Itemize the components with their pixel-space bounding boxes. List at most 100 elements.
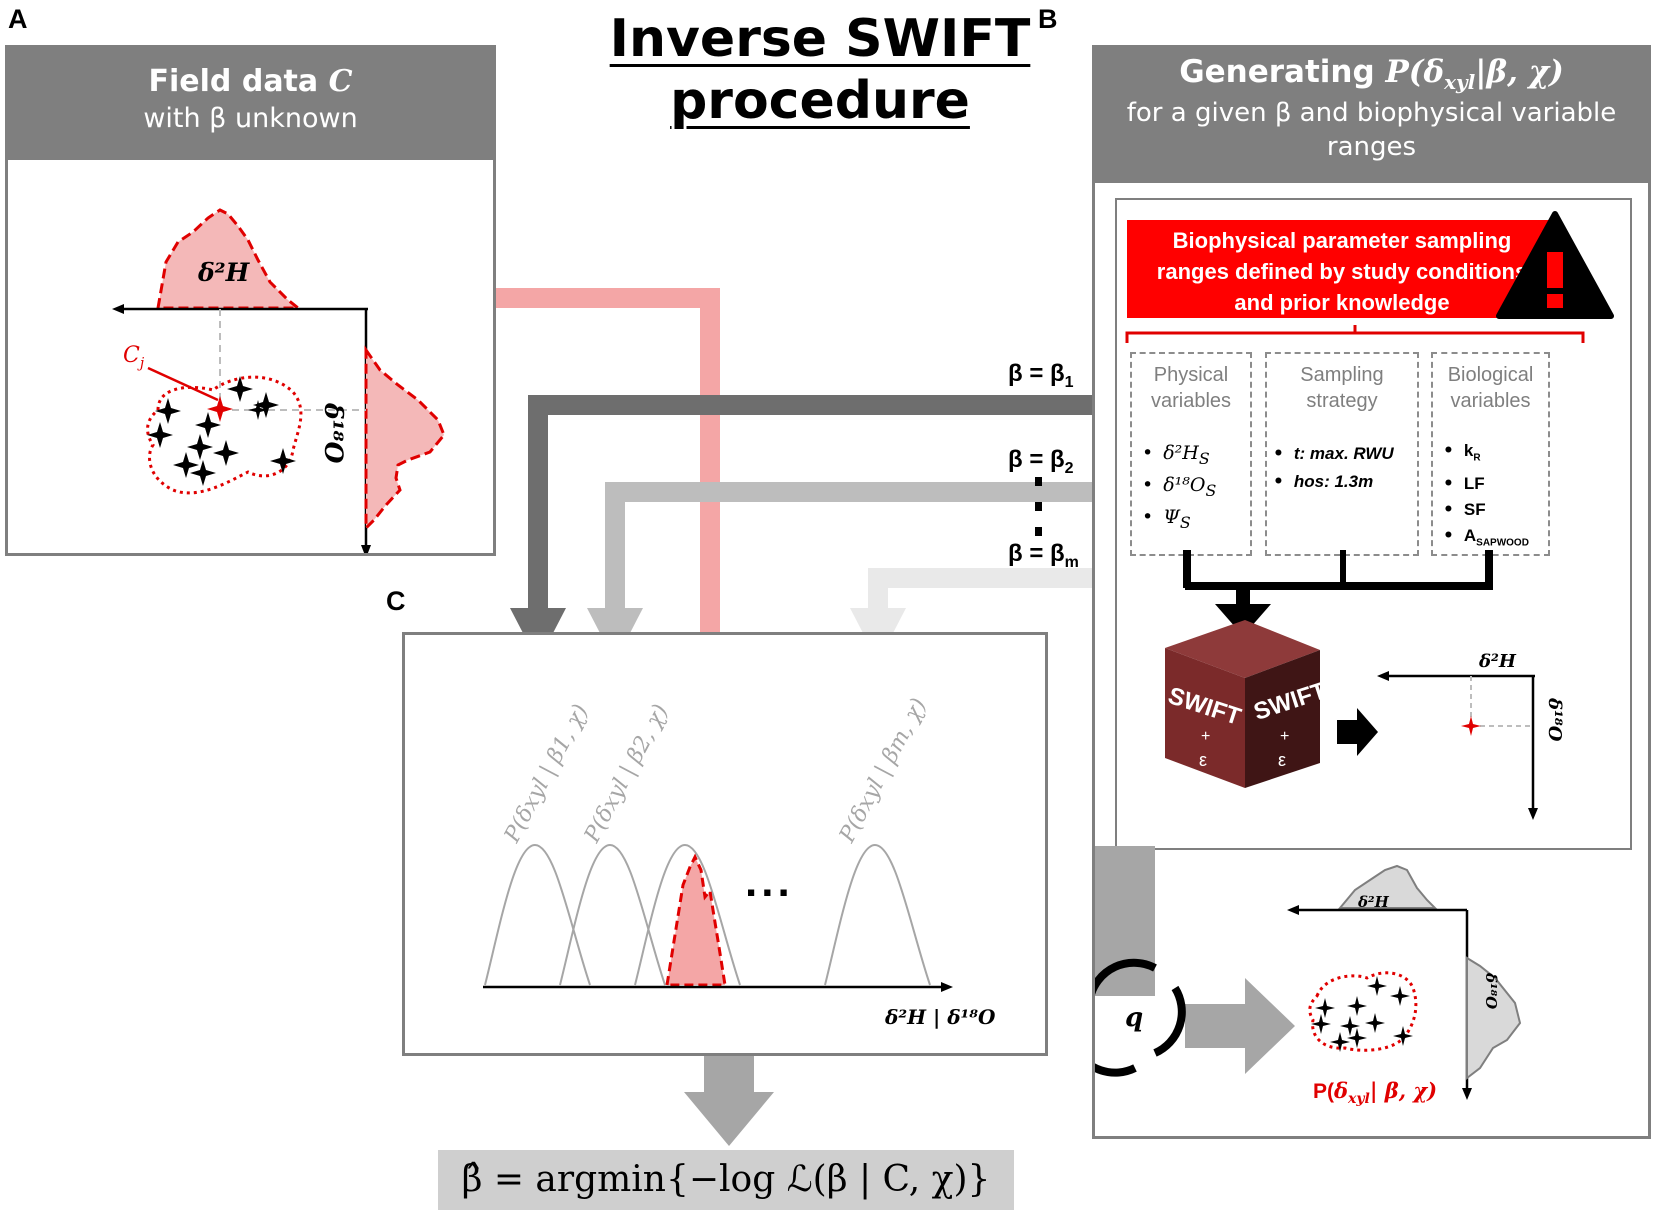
bio-item-3: SF — [1443, 497, 1529, 523]
loop-icon — [1095, 958, 1186, 1077]
cj-marker — [207, 396, 233, 422]
biological-list: kR LF SF ASAPWOOD — [1443, 438, 1529, 557]
main-title-line1: Inverse SWIFT — [609, 9, 1031, 69]
beta-label-m: β = βm — [1008, 540, 1079, 572]
panel-c: P(δxyl | β1, χ) P(δxyl | β2, χ) P(δxyl |… — [402, 632, 1048, 1056]
panel-a-header-var: C — [328, 64, 353, 99]
beta-2-sub: 2 — [1064, 459, 1074, 477]
warning-banner: Biophysical parameter sampling ranges de… — [1127, 220, 1557, 318]
cube-side-plus: + — [1280, 728, 1290, 745]
physical-item-3-text: Ψ — [1163, 505, 1180, 528]
dot-2 — [1035, 502, 1042, 511]
panel-a-header-line2: with β unknown — [143, 103, 358, 134]
bracket — [1125, 325, 1585, 343]
panel-letter-a: A — [8, 4, 28, 34]
dist-top-curve — [1337, 864, 1438, 909]
curve-betam — [824, 843, 931, 986]
sampling-title2: strategy — [1306, 390, 1378, 412]
dist-output-prefix: P( — [1313, 1080, 1334, 1103]
physical-item-1-text: δ²H — [1163, 442, 1199, 464]
sampling-title: Sampling strategy — [1267, 362, 1417, 414]
cube-side-eps: ε — [1278, 750, 1287, 770]
panel-b-header: Generating P(δxyl|β, χ) for a given β an… — [1095, 48, 1648, 183]
panel-a-header: Field data C with β unknown — [8, 48, 493, 160]
panel-letter-b: B — [1038, 4, 1058, 34]
sample-stars — [147, 376, 296, 486]
biological-title2: variables — [1450, 390, 1531, 412]
panel-a-d18o-label: δ¹⁸O — [319, 403, 348, 464]
cube-output-arrow — [1337, 708, 1378, 756]
dot-3 — [1035, 527, 1042, 536]
biological-title: Biological variables — [1433, 362, 1548, 414]
pink-connector — [490, 288, 720, 705]
physical-variables-box: Physical variables δ²HS δ¹⁸OS ΨS — [1130, 352, 1252, 556]
beta2-connector — [605, 482, 1100, 610]
physical-item-3-sub: S — [1179, 512, 1191, 532]
panel-a-d2h-label: δ²H — [198, 258, 250, 287]
physical-item-2-text: δ¹⁸O — [1163, 473, 1206, 496]
bio-item-4-sub: SAPWOOD — [1476, 537, 1529, 549]
physical-item-2: δ¹⁸OS — [1142, 472, 1216, 504]
physical-item-1: δ²HS — [1142, 440, 1216, 472]
loop-output-arrow — [1185, 978, 1295, 1074]
curves-ellipsis: ... — [745, 857, 794, 906]
dist-d18o-label: δ¹⁸O — [1482, 973, 1500, 1010]
panel-b-header-line3: ranges — [1326, 132, 1417, 163]
panel-b-header-sub: xyl — [1444, 70, 1476, 95]
dist-output-rest: | β, χ) — [1369, 1078, 1438, 1103]
beta-2-prefix: β = β — [1008, 446, 1065, 473]
panel-a: Field data C with β unknown — [5, 45, 496, 556]
mini-d2h-label: δ²H — [1479, 651, 1516, 672]
physical-title: Physical variables — [1132, 362, 1250, 414]
panel-a-header-line1: Field data C — [8, 64, 493, 99]
panel-b-header-prefix: Generating — [1179, 54, 1386, 90]
cj-letter: C — [123, 343, 140, 368]
bio-item-2: LF — [1443, 471, 1529, 497]
physical-list: δ²HS δ¹⁸OS ΨS — [1142, 440, 1216, 535]
panel-b-header-line2: for a given β and biophysical variable — [1126, 98, 1617, 129]
warning-line1: Biophysical parameter sampling — [1172, 228, 1512, 253]
sampling-strategy-box: Sampling strategy t: max. RWU hos: 1.3m — [1265, 352, 1419, 556]
bio-item-4-text: A — [1463, 526, 1477, 546]
physical-item-1-sub: S — [1198, 448, 1210, 468]
warning-line3: and prior knowledge — [1234, 290, 1450, 315]
loop-label: q — [1125, 1003, 1144, 1033]
beta-label-2: β = β2 — [1008, 446, 1074, 478]
panel-letter-c: C — [386, 586, 406, 616]
panel-a-header-prefix: Field data — [148, 64, 329, 99]
dist-d2h-label: δ²H — [1358, 893, 1389, 911]
bio-item-4: ASAPWOOD — [1443, 523, 1529, 556]
cube-side — [1245, 650, 1320, 788]
biological-variables-box: Biological variables kR LF SF ASAPWOOD — [1431, 352, 1550, 556]
bio-item-1-sub: R — [1473, 452, 1481, 464]
panel-b: Generating P(δxyl|β, χ) for a given β an… — [1092, 45, 1651, 1139]
d2h-distribution — [156, 208, 303, 310]
panel-b-header-line1: Generating P(δxyl|β, χ) — [1095, 54, 1648, 94]
physical-title1: Physical — [1153, 364, 1229, 386]
panel-c-plot — [483, 843, 953, 992]
bio-item-1-text: k — [1463, 441, 1474, 460]
main-title: Inverse SWIFT procedure — [600, 8, 1040, 132]
betam-connector — [868, 568, 1100, 610]
x-axis-arrow — [112, 304, 124, 314]
panel-a-plot — [112, 208, 446, 553]
y-axis-arrow — [361, 545, 371, 553]
biological-title1: Biological — [1447, 364, 1534, 386]
cube-front-eps: ε — [1199, 750, 1208, 770]
likelihood-curves — [484, 843, 931, 986]
beta-m-prefix: β = β — [1008, 540, 1065, 567]
result-arrowhead — [684, 1092, 774, 1146]
curve-beta1 — [484, 843, 591, 986]
panel-b-header-rest: |β, χ) — [1475, 54, 1564, 90]
beta-1-prefix: β = β — [1008, 360, 1065, 387]
dist-output-delta: δ — [1334, 1078, 1349, 1103]
dist-right-curve — [1466, 956, 1522, 1081]
sampling-item-1: t: max. RWU — [1273, 440, 1394, 468]
panel-b-lower-graphics — [1095, 550, 1538, 1100]
curve-beta3 — [634, 843, 741, 986]
dist-output-label: P(δxyl| β, χ) — [1313, 1078, 1437, 1107]
mini-d18o-label: δ¹⁸O — [1544, 698, 1565, 742]
d18o-distribution — [364, 345, 446, 532]
dist-stars — [1311, 976, 1413, 1052]
panel-b-header-formula: P(δ — [1385, 54, 1445, 90]
